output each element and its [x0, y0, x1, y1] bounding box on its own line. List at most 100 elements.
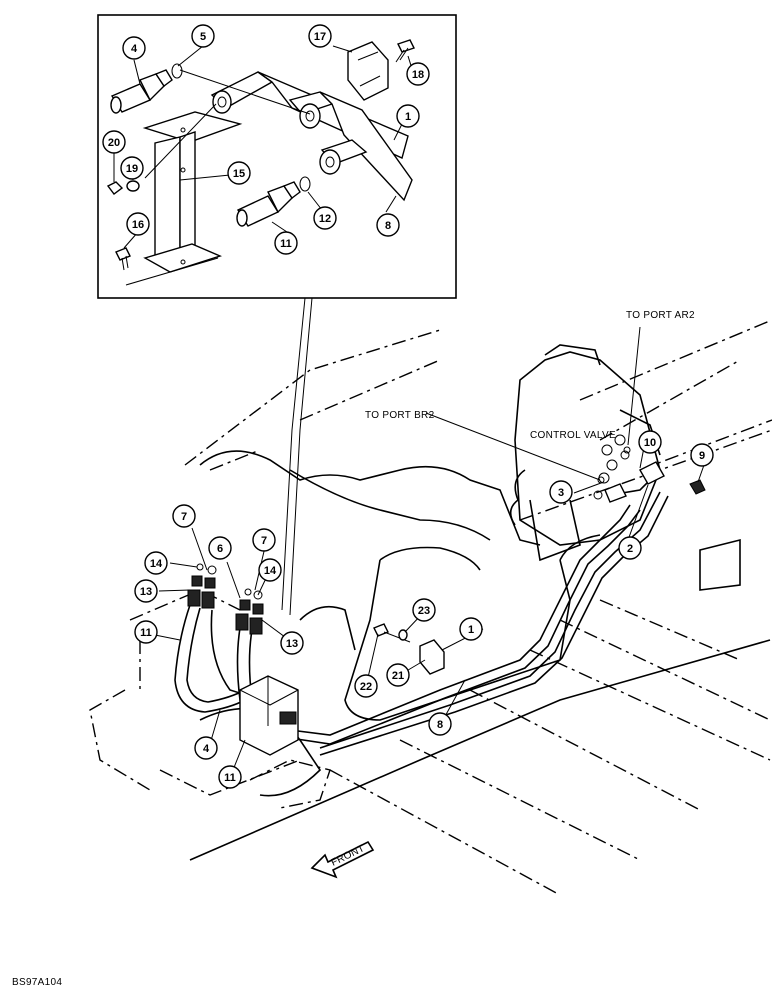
callout-main-8: 8 [428, 712, 452, 736]
valve-fittings [597, 446, 706, 503]
pipe-clamp [419, 639, 445, 675]
callout-number: 4 [131, 43, 138, 55]
callout-circle [144, 551, 168, 575]
o-ring-upper [171, 63, 183, 79]
callout-number: 2 [627, 543, 633, 555]
clamp-bolt [395, 39, 415, 63]
pressure-sensor-upper [110, 69, 173, 114]
callout-circle [386, 663, 410, 687]
callout-inset-17: 17 [308, 24, 332, 48]
clamp [347, 41, 389, 101]
callout-circle [406, 62, 430, 86]
callout-circle [428, 712, 452, 736]
callout-circle [208, 536, 232, 560]
callout-number: 11 [140, 627, 152, 639]
callout-circle [396, 104, 420, 128]
callout-circle [549, 480, 573, 504]
callout-circle [252, 528, 276, 552]
callout-number: 13 [140, 586, 152, 598]
control-valve-label: CONTROL VALVE [530, 430, 616, 441]
callout-inset-15: 15 [227, 161, 251, 185]
callout-circle [191, 24, 215, 48]
callout-number: 23 [418, 605, 430, 617]
mounting-bracket [142, 111, 243, 273]
machine-frame [89, 319, 772, 896]
callout-main-9: 9 [690, 443, 714, 467]
callout-circle [274, 231, 298, 255]
callout-number: 20 [108, 137, 120, 149]
callout-inset-20: 20 [102, 130, 126, 154]
callout-number: 9 [699, 450, 705, 462]
callout-number: 4 [203, 743, 210, 755]
callout-number: 10 [644, 437, 656, 449]
callout-main-21: 21 [386, 663, 410, 687]
callout-number: 14 [150, 558, 163, 570]
washer-main [398, 629, 408, 641]
callout-main-13: 13 [134, 579, 158, 603]
callout-number: 11 [280, 238, 292, 250]
callout-number: 11 [224, 772, 236, 784]
callout-inset-12: 12 [313, 206, 337, 230]
callout-circle [638, 430, 662, 454]
callout-number: 3 [558, 487, 564, 499]
inset-frame [97, 14, 457, 299]
washer [126, 180, 140, 192]
to-port-br2-label: TO PORT BR2 [365, 410, 435, 421]
callout-inset-16: 16 [126, 212, 150, 236]
front-arrow: FRONT [310, 840, 375, 879]
callout-circle [218, 765, 242, 789]
callout-circle [618, 536, 642, 560]
callout-number: 6 [217, 543, 223, 555]
callout-number: 14 [264, 565, 277, 577]
callout-main-23: 23 [412, 598, 436, 622]
callout-circle [134, 620, 158, 644]
callout-circle [134, 579, 158, 603]
callout-number: 22 [360, 681, 372, 693]
callout-circle [280, 631, 304, 655]
callout-inset-19: 19 [120, 156, 144, 180]
callout-circle [308, 24, 332, 48]
callout-number: 18 [412, 69, 424, 81]
callout-main-7: 7 [172, 504, 196, 528]
callout-number: 7 [261, 535, 267, 547]
callout-inset-8: 8 [376, 213, 400, 237]
callout-number: 21 [392, 670, 404, 682]
callout-circle [227, 161, 251, 185]
callout-circle [102, 130, 126, 154]
callout-inset-4: 4 [122, 36, 146, 60]
callout-main-3: 3 [549, 480, 573, 504]
callout-main-10: 10 [638, 430, 662, 454]
callout-main-11: 11 [218, 765, 242, 789]
callout-inset-5: 5 [191, 24, 215, 48]
inset-connector-lines [281, 297, 313, 616]
sensor-block [239, 675, 299, 756]
callout-circle [120, 156, 144, 180]
o-ring-lower [299, 176, 311, 192]
callout-circle [258, 558, 282, 582]
callout-main-14: 14 [258, 558, 282, 582]
callout-main-6: 6 [208, 536, 232, 560]
callout-main-11: 11 [134, 620, 158, 644]
clamp-bolt-main [373, 623, 389, 637]
callout-number: 7 [181, 511, 187, 523]
callout-main-13: 13 [280, 631, 304, 655]
callout-number: 8 [385, 220, 391, 232]
main-leaders [149, 326, 705, 776]
callout-number: 17 [314, 31, 326, 43]
callout-circle [194, 736, 218, 760]
callout-main-2: 2 [618, 536, 642, 560]
callout-number: 8 [437, 719, 443, 731]
nut [106, 181, 124, 195]
pressure-sensor-lower [236, 181, 301, 227]
callout-number: 5 [200, 31, 206, 43]
callout-main-1: 1 [459, 617, 483, 641]
callout-circle [313, 206, 337, 230]
bolt-shaft [383, 631, 411, 643]
callout-number: 12 [319, 213, 331, 225]
callout-inset-18: 18 [406, 62, 430, 86]
callout-inset-1: 1 [396, 104, 420, 128]
callout-number: 16 [132, 219, 144, 231]
callout-circle [122, 36, 146, 60]
